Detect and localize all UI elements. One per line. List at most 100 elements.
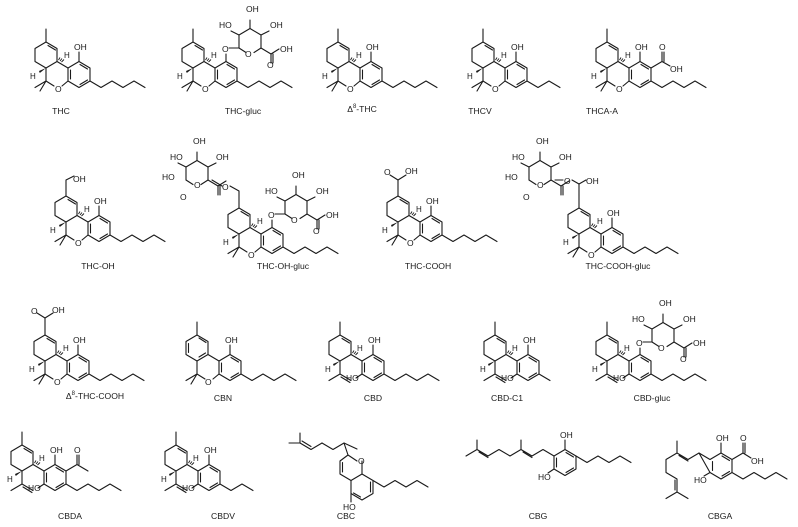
svg-text:OH: OH — [204, 445, 217, 455]
svg-text:H: H — [625, 51, 631, 60]
svg-text:HO: HO — [505, 172, 518, 182]
svg-text:OH: OH — [326, 210, 339, 220]
label-thcv: THCV — [468, 106, 492, 116]
svg-text:H: H — [592, 365, 598, 374]
label-thc-oh: THC-OH — [81, 261, 115, 271]
svg-text:HO: HO — [501, 373, 514, 383]
svg-text:OH: OH — [560, 430, 573, 440]
svg-text:O: O — [248, 250, 255, 260]
label-d8-thc: Δ8-THC — [347, 104, 377, 114]
svg-text:O: O — [194, 180, 201, 190]
structure-cbd: OH HO H H — [325, 321, 440, 384]
svg-text:H: H — [624, 344, 630, 353]
svg-text:HO: HO — [613, 373, 626, 383]
svg-text:H: H — [501, 51, 507, 60]
svg-text:H: H — [356, 51, 362, 60]
svg-text:O: O — [636, 338, 643, 348]
svg-text:OH: OH — [751, 456, 764, 466]
svg-text:H: H — [591, 72, 597, 81]
svg-text:O: O — [588, 250, 595, 260]
svg-text:H: H — [211, 51, 217, 60]
svg-text:HO: HO — [346, 373, 359, 383]
svg-text:H: H — [357, 344, 363, 353]
svg-text:OH: OH — [292, 170, 305, 180]
svg-text:O: O — [75, 238, 82, 248]
svg-text:H: H — [512, 344, 518, 353]
svg-text:O: O — [616, 84, 623, 94]
svg-text:HO: HO — [512, 152, 525, 162]
svg-text:O: O — [658, 343, 665, 353]
svg-text:H: H — [193, 454, 199, 463]
label-d8-thc-cooh: Δ8-THC-COOH — [66, 391, 124, 401]
svg-text:OH: OH — [193, 136, 206, 146]
label-cbdv: CBDV — [211, 511, 235, 521]
svg-text:OH: OH — [693, 338, 706, 348]
svg-text:O: O — [492, 84, 499, 94]
svg-text:HO: HO — [28, 483, 41, 493]
svg-text:H: H — [63, 344, 69, 353]
svg-text:O: O — [180, 192, 187, 202]
svg-text:H: H — [382, 226, 388, 235]
svg-text:H: H — [257, 217, 263, 226]
svg-text:OH: OH — [405, 166, 418, 176]
svg-text:O: O — [564, 176, 571, 186]
label-thc: THC — [52, 106, 70, 116]
svg-text:OH: OH — [52, 305, 65, 315]
label-thc-cooh-gluc: THC-COOH-gluc — [585, 261, 651, 271]
structure-cbga: OH O OH HO — [665, 433, 788, 500]
svg-text:H: H — [50, 226, 56, 235]
svg-text:O: O — [291, 215, 298, 225]
svg-text:H: H — [480, 365, 486, 374]
svg-text:O: O — [222, 44, 229, 54]
svg-text:H: H — [30, 72, 36, 81]
svg-text:O: O — [268, 210, 275, 220]
structure-thc-gluc: O HO OH OH OH O O H H O — [177, 4, 293, 94]
svg-text:H: H — [161, 475, 167, 484]
svg-text:H: H — [563, 238, 569, 247]
svg-text:H: H — [7, 475, 13, 484]
label-thca-a: THCA-A — [586, 106, 618, 116]
label-d8-thc-cooh-suffix: -THC-COOH — [74, 391, 125, 401]
svg-text:OH: OH — [523, 335, 536, 345]
structure-thca-a: OH O OH H H O — [591, 28, 707, 94]
svg-text:HO: HO — [219, 20, 232, 30]
svg-text:OH: OH — [683, 314, 696, 324]
svg-text:OH: OH — [716, 433, 729, 443]
svg-text:O: O — [347, 84, 354, 94]
svg-text:H: H — [597, 217, 603, 226]
svg-text:OH: OH — [670, 64, 683, 74]
structure-cbd-c1: OH HO H H — [480, 321, 551, 384]
svg-text:OH: OH — [280, 44, 293, 54]
svg-text:OH: OH — [73, 174, 86, 184]
label-d8-thc-cooh-sup: 8 — [71, 391, 75, 398]
structure-cbda: OH O HO H H — [7, 431, 122, 494]
svg-text:HO: HO — [538, 472, 551, 482]
svg-text:O: O — [31, 306, 38, 316]
svg-text:H: H — [325, 365, 331, 374]
label-cbc: CBC — [336, 511, 356, 521]
label-d8-thc-sup: 8 — [352, 104, 357, 111]
structure-d8-thc-cooh: O OH OH H H O — [29, 305, 145, 387]
label-thc-oh-gluc: THC-OH-gluc — [256, 261, 310, 271]
svg-text:OH: OH — [559, 152, 572, 162]
svg-text:OH: OH — [94, 196, 107, 206]
svg-text:O: O — [222, 182, 229, 192]
svg-text:OH: OH — [270, 20, 283, 30]
svg-text:O: O — [740, 433, 747, 443]
svg-text:O: O — [54, 377, 61, 387]
svg-text:OH: OH — [73, 335, 86, 345]
svg-text:O: O — [245, 49, 252, 59]
svg-text:OH: OH — [366, 42, 379, 52]
svg-text:OH: OH — [511, 42, 524, 52]
label-cbd-gluc: CBD-gluc — [633, 393, 671, 403]
label-cbga: CBGA — [707, 511, 733, 521]
svg-text:O: O — [74, 445, 81, 455]
svg-text:OH: OH — [536, 136, 549, 146]
structure-thcv: OH H H O — [467, 28, 561, 94]
svg-text:HO: HO — [265, 186, 278, 196]
svg-text:OH: OH — [246, 4, 259, 14]
label-d8-thc-cooh-prefix: Δ — [65, 391, 72, 401]
svg-text:OH: OH — [50, 445, 63, 455]
svg-text:OH: OH — [316, 186, 329, 196]
